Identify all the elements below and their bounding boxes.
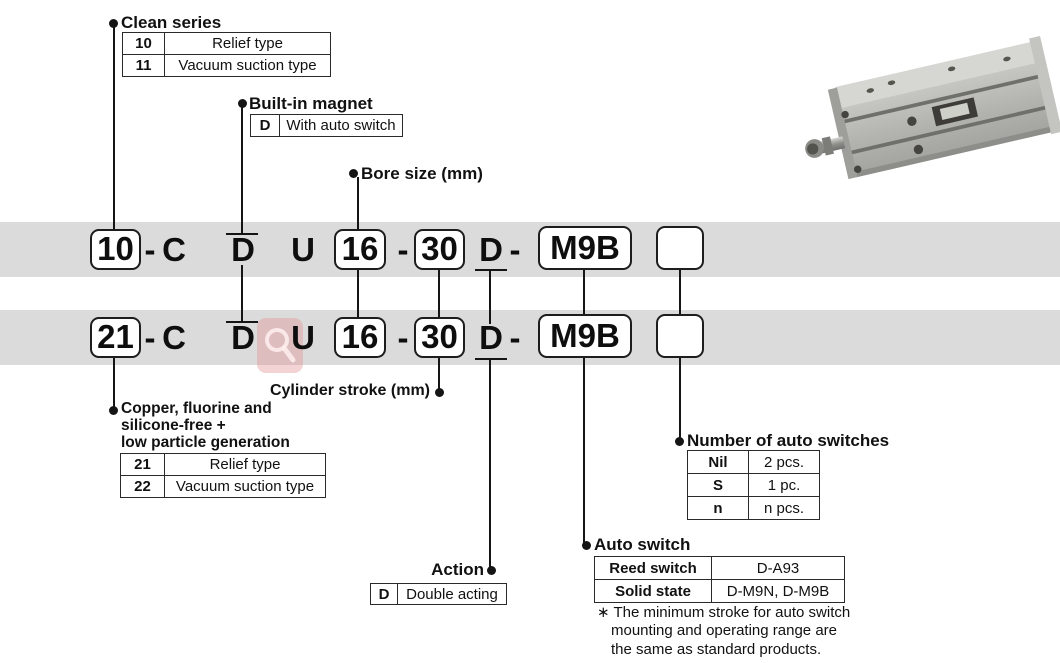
switch-count-title: Number of auto switches [687, 431, 890, 450]
switch-type-cell: Solid state [594, 579, 712, 603]
code-autoswitch-row2: M9B [538, 314, 632, 358]
code-cell: Nil [687, 450, 749, 474]
code-band-row1 [0, 222, 1060, 277]
clean-series-connector [113, 23, 115, 229]
code-autoswitch-row1: M9B [538, 226, 632, 270]
label-cell: 1 pc. [748, 473, 820, 497]
code-stroke-row1: 30 [414, 229, 465, 270]
bore-size-title: Bore size (mm) [361, 164, 483, 183]
code-action-d: D [479, 319, 503, 356]
code-cell: 21 [120, 453, 165, 476]
autoswitch-title: Auto switch [594, 535, 691, 554]
code-letter-c: C [162, 231, 186, 268]
switch-count-connector-bottom [679, 358, 681, 441]
action-connector-bottom [489, 360, 491, 570]
action-underbar-row1 [475, 269, 507, 271]
code-bore-size-row2: 16 [334, 317, 386, 358]
label-cell: Double acting [397, 583, 507, 605]
switch-type-cell: Reed switch [594, 556, 712, 580]
code-letter-c: C [162, 319, 186, 356]
magnet-overbar-row2 [226, 321, 258, 323]
cylinder-product-photo [805, 35, 1060, 180]
label-cell: Vacuum suction type [164, 54, 331, 77]
footnote-line3: the same as standard products. [611, 641, 822, 658]
code-hyphen: - [397, 319, 409, 356]
code-hyphen: - [144, 319, 156, 356]
switch-count-connector-mid [679, 270, 681, 314]
copper-free-connector [113, 358, 115, 410]
action-underbar-row2 [475, 358, 507, 360]
footnote-line1: ∗ The minimum stroke for auto switch [597, 604, 851, 621]
autoswitch-connector-mid [583, 270, 585, 314]
bore-connector-mid [357, 270, 359, 317]
cylinder-stroke-title: Cylinder stroke (mm) [269, 382, 430, 399]
label-cell: Vacuum suction type [164, 475, 326, 498]
switch-count-bullet [675, 437, 684, 446]
code-cell: S [687, 473, 749, 497]
footnote-line2: mounting and operating range are [611, 622, 837, 639]
action-table: D Double acting [370, 583, 507, 605]
magnet-table: D With auto switch [250, 114, 403, 137]
code-cell: 10 [122, 32, 165, 55]
code-stroke-row2: 30 [414, 317, 465, 358]
autoswitch-connector-bottom [583, 358, 585, 545]
copper-free-title-line2: silicone-free + [121, 417, 226, 434]
label-cell: With auto switch [279, 114, 403, 137]
code-magnet-d: D [231, 319, 255, 356]
code-cell: 11 [122, 54, 165, 77]
clean-series-title: Clean series [121, 13, 222, 32]
switch-count-table: Nil 2 pcs. S 1 pc. n n pcs. [687, 450, 820, 520]
code-bore-size-row1: 16 [334, 229, 386, 270]
model-cell: D-A93 [711, 556, 845, 580]
code-band-row2 [0, 310, 1060, 365]
code-cell: n [687, 496, 749, 520]
magnet-overbar-row1 [226, 233, 258, 235]
code-cell: D [370, 583, 398, 605]
autoswitch-bullet [582, 541, 591, 550]
code-switch-count-box-row2 [656, 314, 704, 358]
code-clean-series-row2: 21 [90, 317, 141, 358]
label-cell: 2 pcs. [748, 450, 820, 474]
code-hyphen: - [397, 231, 409, 268]
magnet-title: Built-in magnet [249, 94, 373, 113]
action-bullet [487, 566, 496, 575]
magnet-connector-mid [241, 265, 243, 321]
code-cell: D [250, 114, 280, 137]
code-letter-u: U [291, 231, 315, 268]
code-hyphen: - [144, 231, 156, 268]
stroke-bullet [435, 388, 444, 397]
bore-bullet [349, 169, 358, 178]
code-hyphen: - [509, 319, 521, 356]
code-hyphen: - [509, 231, 521, 268]
label-cell: n pcs. [748, 496, 820, 520]
copper-free-title-line3: low particle generation [121, 434, 290, 451]
magnifier-watermark-icon [257, 318, 303, 373]
action-connector-mid [489, 271, 491, 324]
clean-series-bullet [109, 19, 118, 28]
stroke-connector-mid [438, 270, 440, 317]
code-action-d: D [479, 231, 503, 268]
code-cell: 22 [120, 475, 165, 498]
code-switch-count-box-row1 [656, 226, 704, 270]
autoswitch-table: Reed switch D-A93 Solid state D-M9N, D-M… [594, 556, 845, 603]
copper-free-table: 21 Relief type 22 Vacuum suction type [120, 453, 326, 498]
code-clean-series-row1: 10 [90, 229, 141, 270]
model-cell: D-M9N, D-M9B [711, 579, 845, 603]
code-magnet-d: D [231, 231, 255, 268]
label-cell: Relief type [164, 32, 331, 55]
magnet-bullet [238, 99, 247, 108]
code-letter-u: U [291, 319, 315, 356]
stroke-connector-bottom [438, 358, 440, 392]
copper-free-title-line1: Copper, fluorine and [121, 400, 272, 417]
copper-free-bullet [109, 406, 118, 415]
bore-connector-top [357, 177, 359, 229]
clean-series-table: 10 Relief type 11 Vacuum suction type [122, 32, 331, 77]
magnet-connector-top [241, 103, 243, 233]
action-title: Action [431, 560, 484, 579]
label-cell: Relief type [164, 453, 326, 476]
